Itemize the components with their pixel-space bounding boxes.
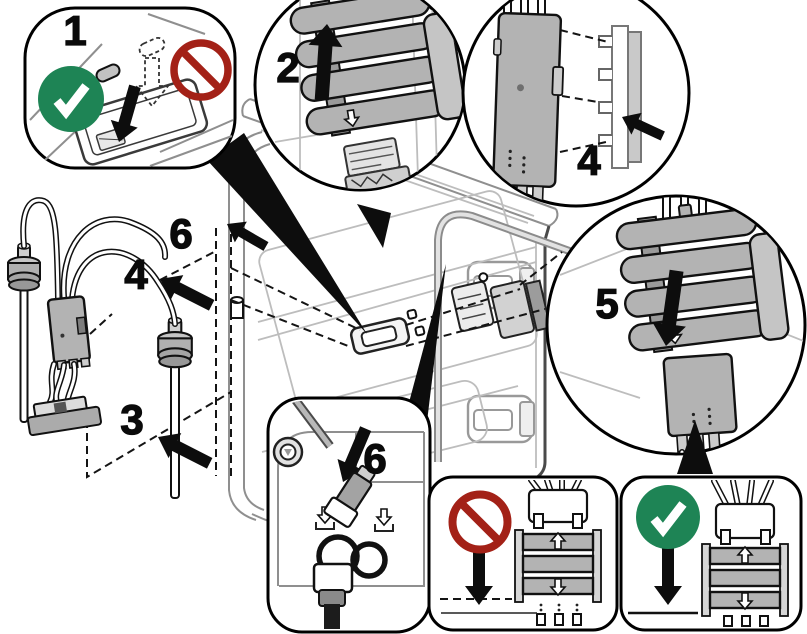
case-latch	[466, 394, 535, 444]
check-icon	[636, 485, 700, 549]
alignment-dashed-lines	[86, 228, 563, 479]
tube-loop	[350, 541, 388, 579]
tablet-ghost	[138, 36, 166, 58]
pump-clamp-cartridge	[614, 194, 789, 356]
ghost-arrow	[134, 57, 170, 108]
sample-tube	[19, 287, 29, 423]
drain-tube	[324, 604, 340, 629]
callout-step-1: 1	[23, 6, 237, 170]
prohibition-icon	[448, 490, 512, 554]
callout-step-2: 2	[253, 0, 467, 192]
sample-tube	[170, 361, 180, 499]
tubing-assembly: 6 4 3	[7, 197, 272, 499]
correct-seating-panel	[619, 475, 803, 632]
correct-panel-leader	[677, 420, 713, 474]
valve-assembly	[450, 272, 552, 339]
cartridge-slot	[349, 308, 426, 355]
tablet	[95, 63, 121, 83]
step-number: 4	[124, 251, 148, 298]
prohibition-icon	[170, 39, 232, 101]
fitting-collar	[312, 562, 354, 594]
pump-head	[343, 137, 412, 189]
callout-1-leader	[207, 133, 367, 334]
port-marker	[374, 508, 394, 532]
tubing-cassette	[46, 295, 91, 371]
step-number: 6	[363, 435, 386, 482]
step-number: 1	[63, 7, 86, 54]
port-marker	[315, 506, 335, 530]
callout-2-leader	[357, 204, 391, 248]
step-number: 5	[595, 280, 618, 327]
incorrect-seating-panel	[427, 475, 619, 632]
step-number: 6	[169, 210, 192, 257]
step-number: 4	[577, 137, 601, 184]
step-number: 3	[120, 396, 143, 443]
pump-cassette-panel	[492, 11, 565, 204]
step-number: 2	[276, 44, 299, 91]
callout-step-5: 5	[545, 194, 807, 456]
tube-fitting	[323, 464, 376, 528]
callout-step-4-detail: 4	[461, 0, 691, 208]
tube-connector-block	[26, 395, 103, 437]
screw	[272, 436, 304, 468]
tube-weight	[7, 242, 41, 292]
callout-step-6-detail: 6	[266, 396, 432, 634]
reagent-tray	[71, 78, 209, 166]
check-icon	[38, 66, 104, 132]
